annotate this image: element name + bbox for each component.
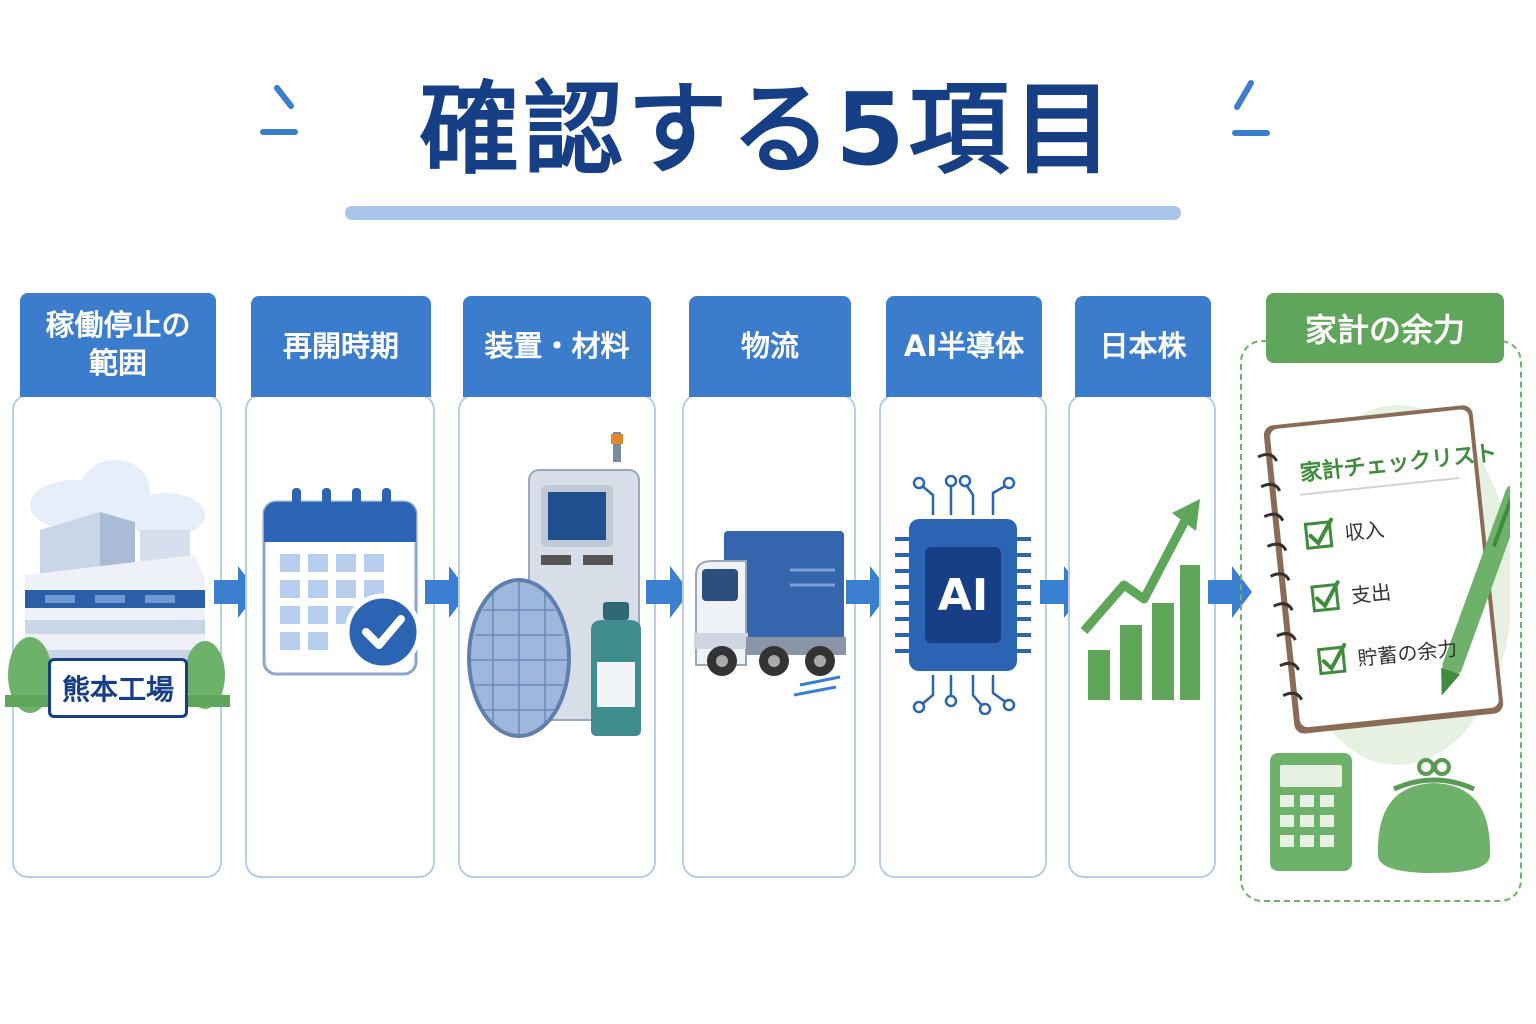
- label-operation-range-line1: 稼働停止の: [45, 308, 191, 343]
- checklist-item-income: 収入: [1343, 517, 1385, 545]
- label-ai-semiconductor-text: AI半導体: [903, 328, 1025, 363]
- label-restart-timing-text: 再開時期: [282, 328, 399, 363]
- label-restart-timing: 再開時期: [251, 296, 431, 397]
- label-equipment-materials: 装置・材料: [463, 296, 651, 397]
- factory-icon: [5, 460, 230, 713]
- label-logistics-text: 物流: [740, 328, 799, 363]
- calendar-icon: [262, 488, 422, 676]
- title-area: 確認する5項目: [0, 70, 1536, 190]
- checklist-text: 家計チェックリスト 収入 支出 貯蓄の余力: [1299, 440, 1499, 671]
- spark-left-icon: [260, 85, 298, 135]
- ai-chip-icon: [895, 475, 1031, 715]
- checklist-title: 家計チェックリスト: [1299, 440, 1499, 487]
- truck-icon: [694, 531, 846, 697]
- label-japan-stocks: 日本株: [1075, 296, 1211, 397]
- equipment-icon: [467, 432, 641, 738]
- checklist-item-expense: 支出: [1350, 580, 1392, 608]
- label-operation-range-line2: 範囲: [88, 346, 147, 380]
- checklist-item-savings: 貯蓄の余力: [1356, 636, 1458, 670]
- household-label: 家計の余力: [1266, 293, 1504, 363]
- arrow-right-icon: [646, 566, 690, 618]
- title-underline: [345, 206, 1181, 220]
- household-notebook-icon: [1257, 405, 1510, 873]
- spark-right-icon: [1232, 80, 1270, 136]
- label-ai-semiconductor: AI半導体: [886, 296, 1042, 397]
- label-japan-stocks-text: 日本株: [1099, 328, 1187, 363]
- factory-sign: 熊本工場: [48, 658, 188, 718]
- label-logistics: 物流: [689, 296, 851, 397]
- label-equipment-materials-text: 装置・材料: [484, 328, 630, 363]
- label-operation-range: 稼働停止の 範囲: [20, 293, 216, 397]
- ai-chip-label: AI: [937, 570, 989, 621]
- factory-sign-text: 熊本工場: [61, 673, 174, 706]
- rising-chart-icon: [1080, 499, 1200, 700]
- page-title: 確認する5項目: [419, 71, 1117, 188]
